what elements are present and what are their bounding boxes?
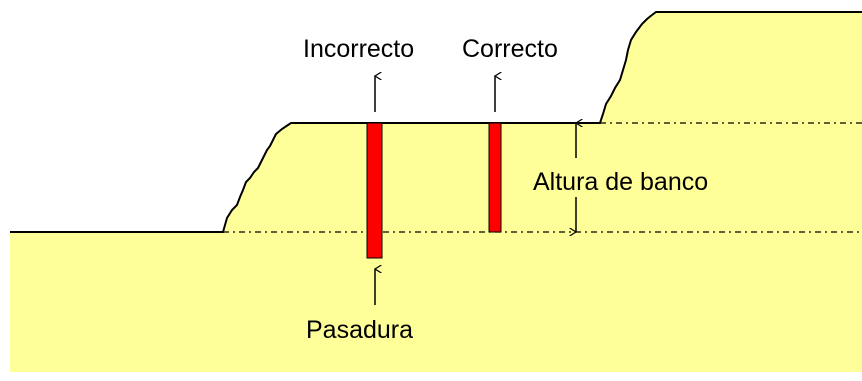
ground-profile: [10, 12, 862, 372]
incorrect-drill-hole: [366, 122, 383, 259]
correct-label: Correcto: [462, 35, 558, 63]
subdrill-label: Pasadura: [306, 316, 413, 344]
ground-outline: [10, 11, 862, 233]
correct-drill-hole: [488, 122, 502, 233]
incorrect-label: Incorrecto: [303, 35, 414, 63]
bench-height-label: Altura de banco: [533, 168, 708, 196]
